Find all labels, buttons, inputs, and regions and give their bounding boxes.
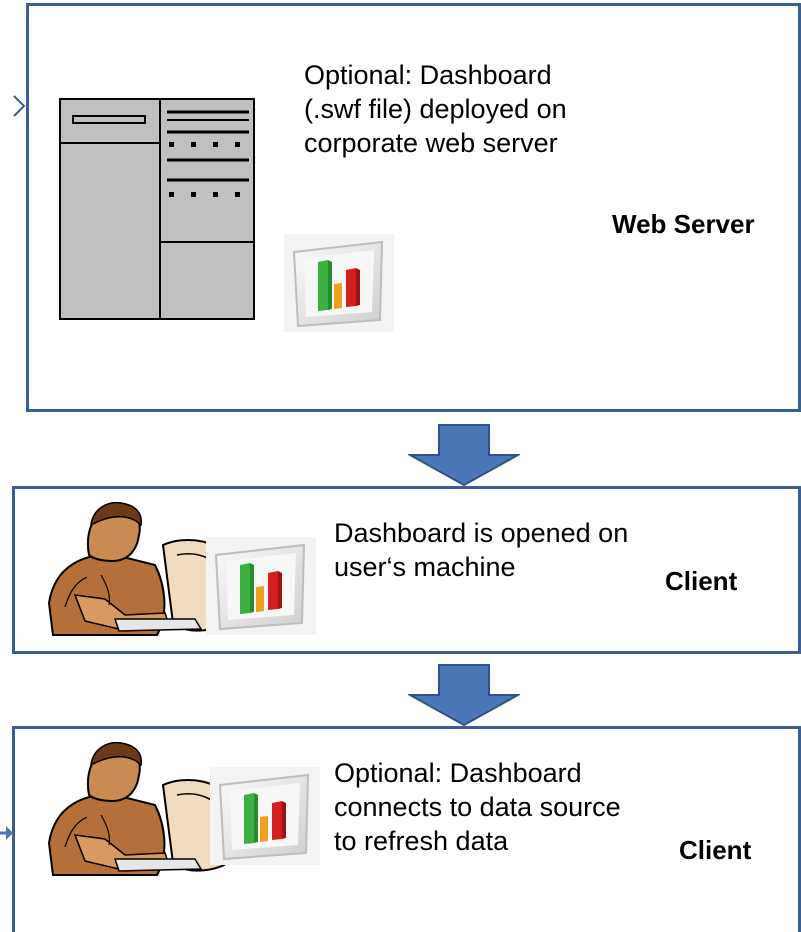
web-server-panel: Optional: Dashboard (.swf file) deployed… [26, 3, 801, 412]
left-edge-arrow-tip-top [13, 95, 26, 117]
client-open-role-label: Client [665, 566, 738, 596]
left-edge-arrow-tip-bottom [0, 826, 13, 840]
client-open-panel: Dashboard is opened on user‘s machine Cl… [12, 486, 801, 654]
client-open-description: Dashboard is opened on user‘s machine [334, 516, 628, 584]
client-refresh-panel: Optional: Dashboard connects to data sou… [12, 726, 801, 932]
server-rack-icon [59, 98, 255, 320]
client-refresh-role-label: Client [679, 835, 752, 865]
web-server-description: Optional: Dashboard (.swf file) deployed… [304, 58, 567, 160]
description-line: (.swf file) deployed on [304, 94, 567, 124]
dashboard-chart-icon [206, 537, 316, 635]
description-line: corporate web server [304, 128, 558, 158]
dashboard-chart-icon [284, 234, 394, 332]
description-line: Optional: Dashboard [304, 60, 552, 90]
description-line: user‘s machine [334, 552, 516, 582]
web-server-role-label: Web Server [612, 209, 755, 239]
description-line: to refresh data [334, 826, 509, 856]
down-arrow-icon [408, 424, 520, 486]
description-line: Dashboard is opened on [334, 518, 629, 548]
dashboard-chart-icon [210, 767, 320, 865]
down-arrow-icon [408, 664, 520, 726]
description-line: Optional: Dashboard [334, 758, 582, 788]
description-line: connects to data source [334, 792, 621, 822]
client-refresh-description: Optional: Dashboard connects to data sou… [334, 756, 621, 858]
